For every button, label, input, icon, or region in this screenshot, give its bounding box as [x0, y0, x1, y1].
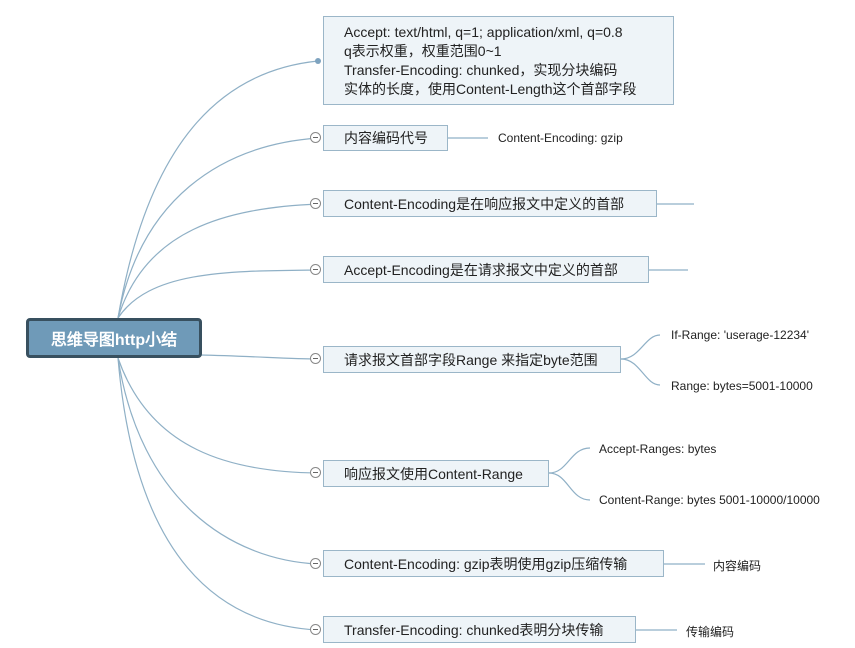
topic-label: 响应报文使用Content-Range — [344, 465, 523, 482]
central-topic[interactable]: 思维导图http小结 — [26, 318, 202, 358]
note-box[interactable]: Accept: text/html, q=1; application/xml,… — [323, 16, 674, 105]
note-anchor-dot — [315, 58, 321, 64]
topic-accept-encoding-request[interactable]: Accept-Encoding是在请求报文中定义的首部 — [323, 256, 649, 283]
central-topic-label: 思维导图http小结 — [50, 332, 178, 349]
subtopic-content-encoding-gzip[interactable]: Content-Encoding: gzip — [498, 131, 623, 145]
note-line: Accept: text/html, q=1; application/xml,… — [344, 23, 623, 40]
subtopic-content-coding[interactable]: 内容编码 — [713, 559, 762, 573]
subtopic-accept-ranges[interactable]: Accept-Ranges: bytes — [599, 442, 717, 456]
topic-chunked-transfer[interactable]: Transfer-Encoding: chunked表明分块传输 — [323, 616, 636, 643]
collapse-toggle-icon[interactable] — [310, 624, 321, 635]
subtopic-if-range[interactable]: If-Range: 'userage-12234' — [671, 328, 810, 342]
topic-content-encoding-code[interactable]: 内容编码代号 — [323, 125, 448, 151]
note-line: Transfer-Encoding: chunked，实现分块编码 — [344, 61, 618, 78]
subtopic-content-range[interactable]: Content-Range: bytes 5001-10000/10000 — [599, 493, 820, 507]
collapse-toggle-icon[interactable] — [310, 558, 321, 569]
topic-label: 内容编码代号 — [344, 130, 428, 146]
subtopic-transfer-coding[interactable]: 传输编码 — [686, 625, 735, 639]
subtopic-range-bytes[interactable]: Range: bytes=5001-10000 — [671, 379, 813, 393]
topic-label: Accept-Encoding是在请求报文中定义的首部 — [344, 261, 618, 278]
collapse-toggle-icon[interactable] — [310, 264, 321, 275]
collapse-toggle-icon[interactable] — [310, 198, 321, 209]
topic-gzip-compression[interactable]: Content-Encoding: gzip表明使用gzip压缩传输 — [323, 550, 664, 577]
topic-content-range-response[interactable]: 响应报文使用Content-Range — [323, 460, 549, 487]
topic-label: 请求报文首部字段Range 来指定byte范围 — [344, 351, 598, 368]
topic-label: Transfer-Encoding: chunked表明分块传输 — [344, 621, 604, 638]
topic-content-encoding-response[interactable]: Content-Encoding是在响应报文中定义的首部 — [323, 190, 657, 217]
collapse-toggle-icon[interactable] — [310, 467, 321, 478]
topic-label: Content-Encoding: gzip表明使用gzip压缩传输 — [344, 555, 628, 572]
note-line: 实体的长度，使用Content-Length这个首部字段 — [344, 80, 637, 97]
topic-range-request[interactable]: 请求报文首部字段Range 来指定byte范围 — [323, 346, 621, 373]
collapse-toggle-icon[interactable] — [310, 353, 321, 364]
topic-label: Content-Encoding是在响应报文中定义的首部 — [344, 195, 625, 212]
collapse-toggle-icon[interactable] — [310, 132, 321, 143]
note-line: q表示权重，权重范围0~1 — [344, 42, 502, 59]
